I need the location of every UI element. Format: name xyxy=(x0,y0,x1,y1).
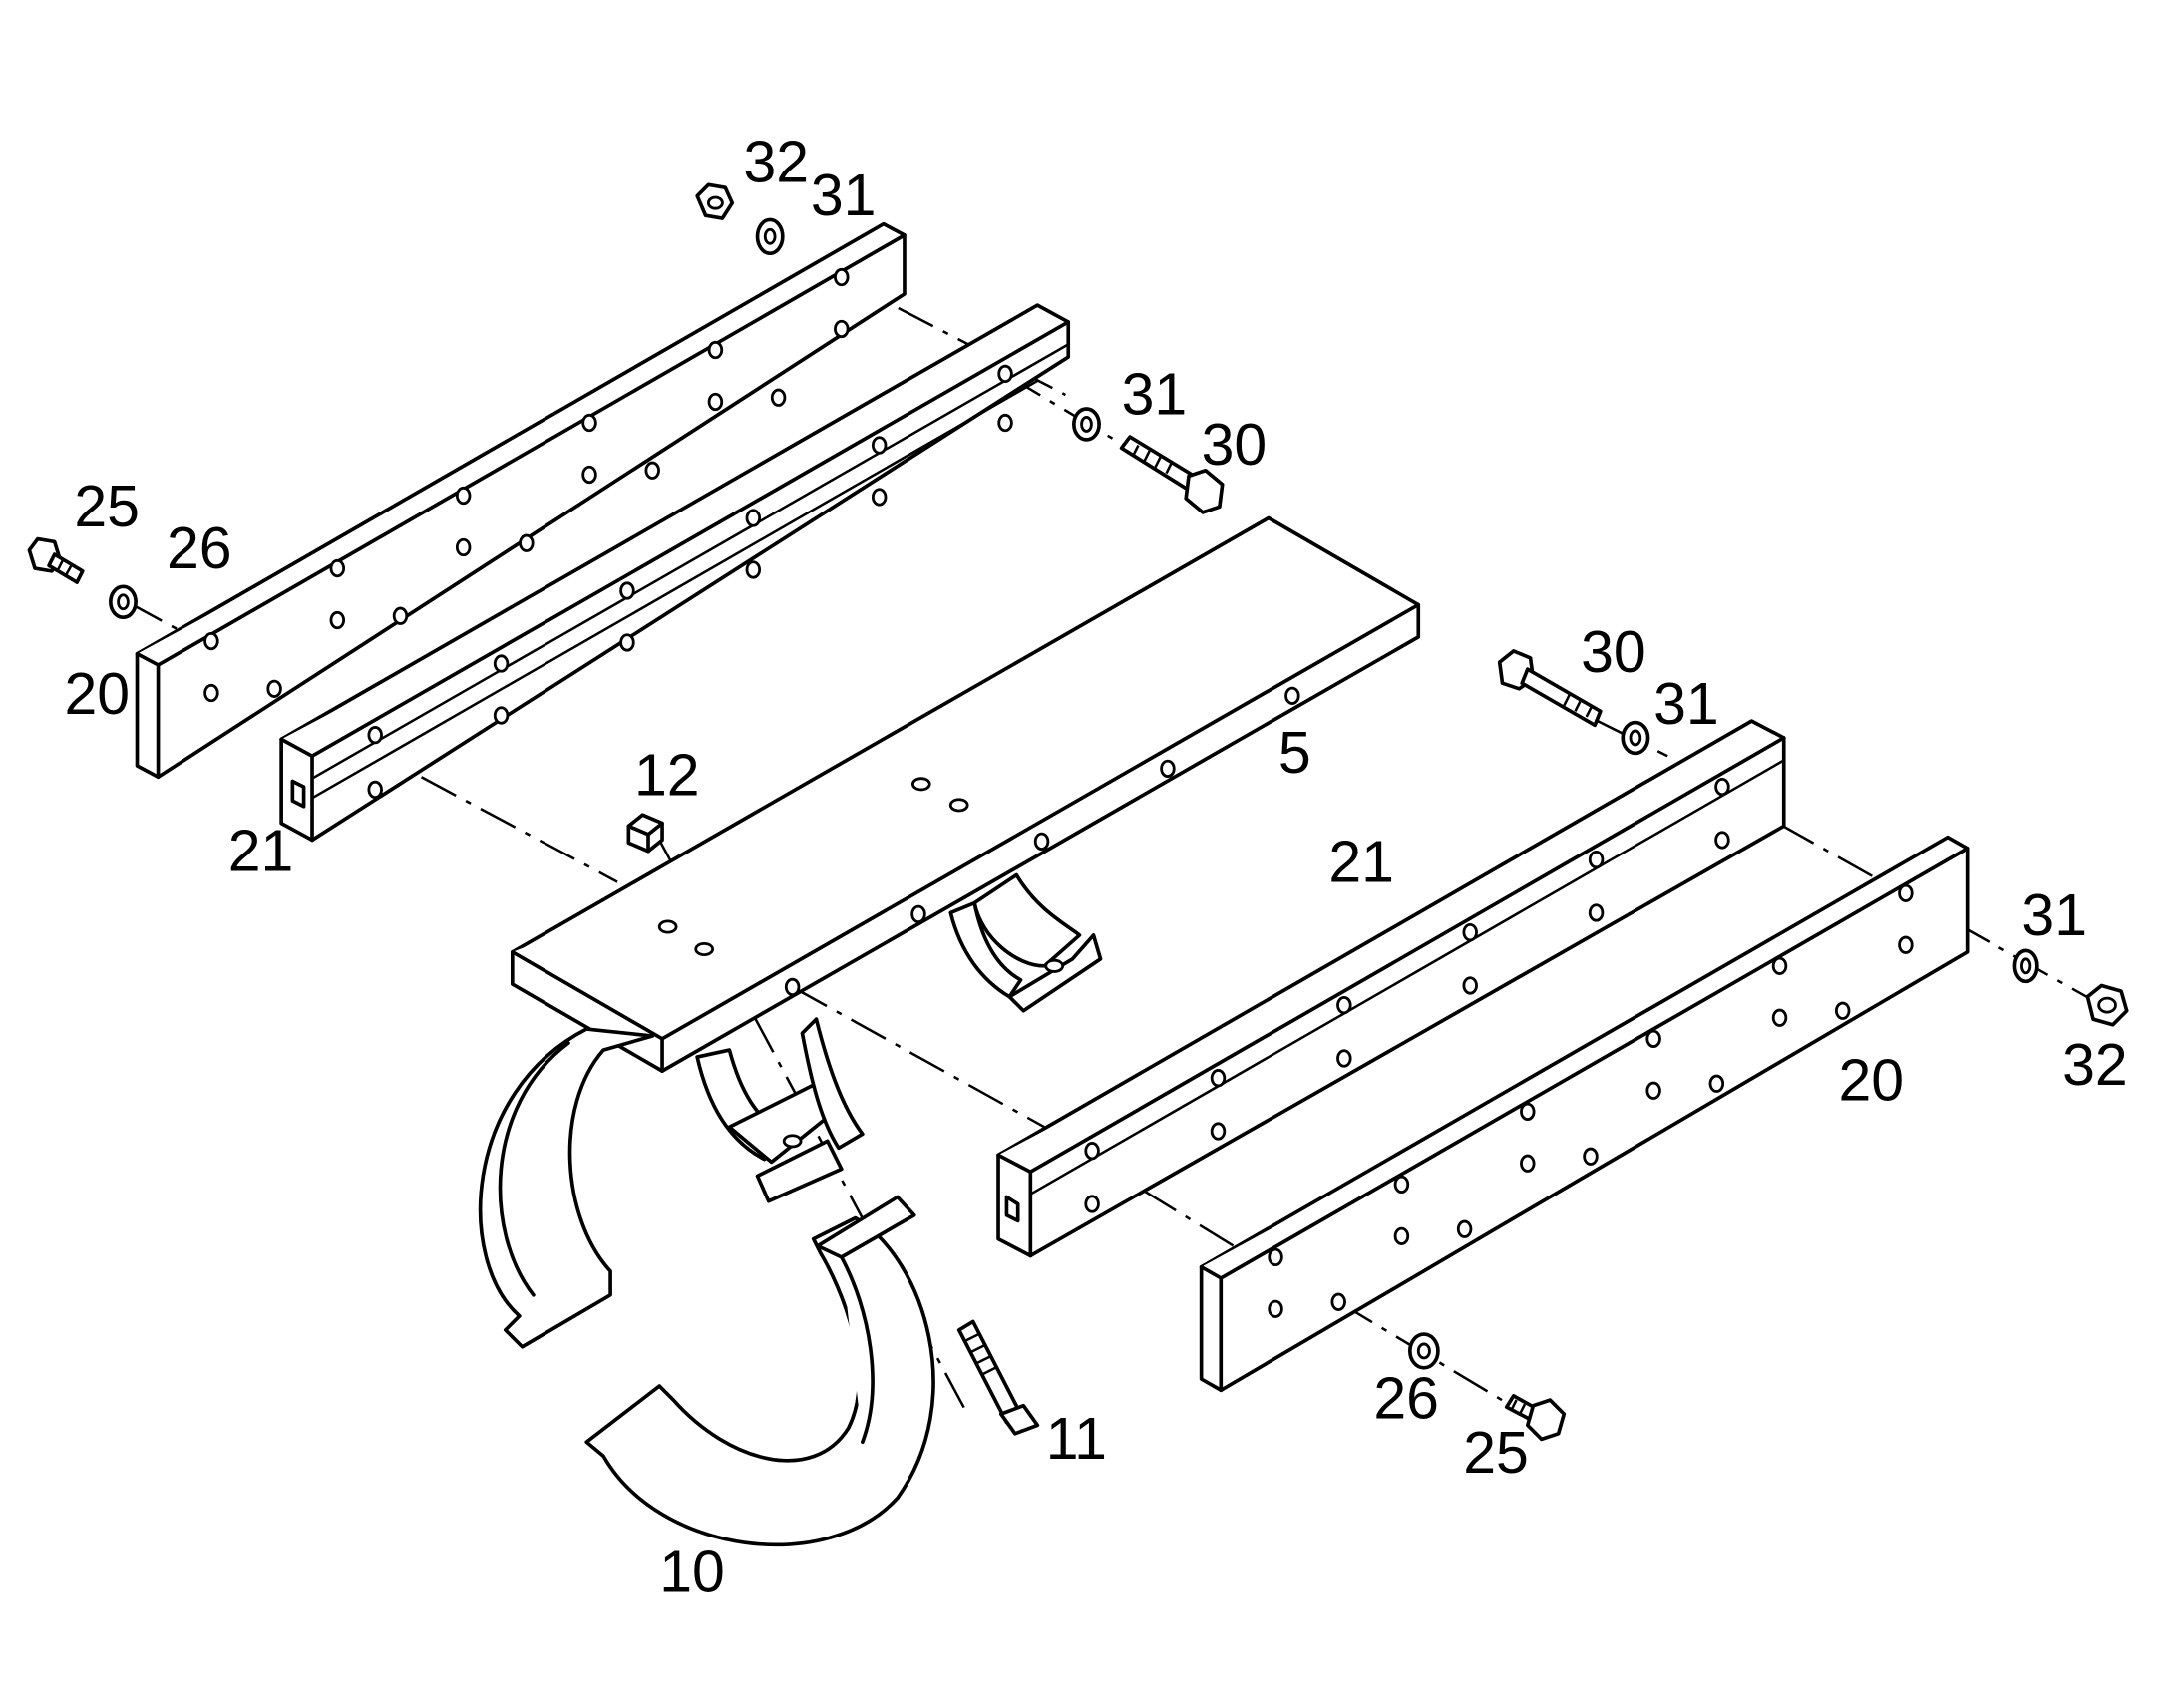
clamp-band-lower xyxy=(584,1195,935,1547)
label-10: 10 xyxy=(659,1539,725,1604)
beam-5 xyxy=(510,515,1421,1073)
plate-20-right-holes xyxy=(1268,883,1914,1318)
label-20-left: 20 xyxy=(64,662,130,727)
nut-32-top-icon xyxy=(695,182,735,220)
beam-5-holes xyxy=(657,686,1300,997)
label-21-left: 21 xyxy=(228,819,294,883)
plate-20-right xyxy=(1199,835,1970,1393)
washer-31-far-right-icon xyxy=(2012,948,2039,984)
washer-31-top-icon xyxy=(755,217,785,255)
label-26-left: 26 xyxy=(167,516,232,581)
rail-21-left xyxy=(266,303,1071,843)
bolt-25-left-icon xyxy=(27,536,85,584)
label-31-far-right: 31 xyxy=(2021,883,2087,948)
bolt-30-right-icon xyxy=(1497,649,1603,728)
nut-32-right-icon xyxy=(2085,983,2129,1027)
label-26-bottom: 26 xyxy=(1373,1366,1439,1431)
nut-12-icon xyxy=(626,813,664,854)
rail-21-right xyxy=(996,719,1786,1258)
label-32-top: 32 xyxy=(743,131,809,195)
saddle-bracket-rear xyxy=(948,872,1103,1013)
label-12: 12 xyxy=(634,744,700,809)
label-11: 11 xyxy=(1046,1407,1107,1472)
washer-26-left-icon xyxy=(109,584,138,620)
label-21-right: 21 xyxy=(1328,831,1394,895)
saddle-bracket-front xyxy=(695,1017,865,1203)
rail-21-right-holes xyxy=(1084,777,1730,1213)
label-20-right: 20 xyxy=(1838,1049,1904,1114)
label-31-right: 31 xyxy=(1653,672,1719,737)
bolt-11-icon xyxy=(956,1319,1040,1436)
plate-20-left xyxy=(135,221,907,780)
label-25-bottom: 25 xyxy=(1463,1421,1529,1486)
plate-20-left-holes xyxy=(203,267,850,703)
washer-26-bottom-icon xyxy=(1408,1332,1440,1370)
bolt-25-bottom-icon xyxy=(1504,1394,1567,1442)
label-5: 5 xyxy=(1278,721,1311,786)
bolt-30-upper-icon xyxy=(1119,435,1225,514)
callout-labels: 32 31 31 30 25 26 20 21 12 5 30 31 21 31… xyxy=(64,131,2127,1605)
label-30-upper: 30 xyxy=(1202,413,1268,478)
rail-21-left-holes xyxy=(266,364,1013,800)
label-32-right: 32 xyxy=(2062,1033,2128,1098)
clamp-band-upper xyxy=(478,1027,655,1349)
label-30-right: 30 xyxy=(1581,620,1646,685)
washer-31-upper-right-icon xyxy=(1072,407,1101,442)
label-31-top: 31 xyxy=(811,164,877,228)
label-31-upper-right: 31 xyxy=(1122,363,1188,428)
assembly-leader-lines xyxy=(127,275,2103,1415)
label-25-left: 25 xyxy=(74,475,140,539)
washer-31-right-icon xyxy=(1621,720,1650,756)
